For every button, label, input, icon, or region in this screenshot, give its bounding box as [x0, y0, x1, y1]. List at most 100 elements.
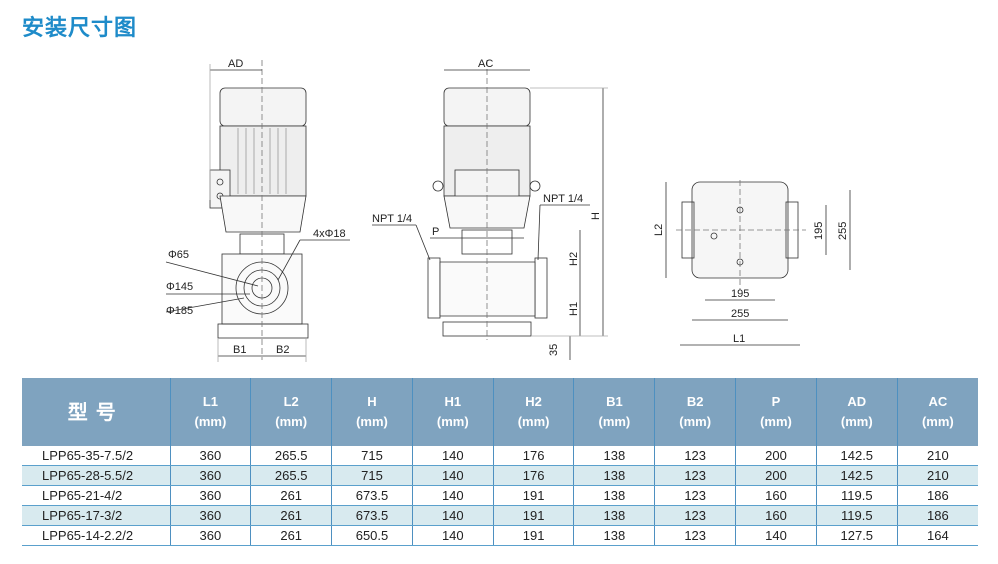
front-view-drawing: AD Φ65 Φ145 Φ185 4xΦ18 B1 B2 [165, 58, 350, 362]
table-cell: 210 [896, 446, 978, 466]
table-cell: 186 [896, 485, 978, 506]
table-cell: 140 [411, 505, 494, 526]
table-cell: 123 [654, 465, 736, 486]
label-35: 35 [548, 344, 560, 356]
column-header-model: 型号 [22, 378, 170, 446]
table-cell: 123 [654, 525, 736, 546]
label-b2: B2 [276, 344, 289, 356]
table-cell: 360 [169, 465, 251, 486]
column-header-l1: L1 (mm) [169, 378, 251, 446]
label-255-vertical: 255 [837, 222, 849, 240]
column-header-ac: AC(mm) [896, 378, 978, 446]
table-cell: 360 [169, 505, 251, 526]
dimension-drawings: AD Φ65 Φ145 Φ185 4xΦ18 B1 B2 [165, 58, 851, 362]
label-l2: L2 [653, 224, 665, 236]
header-unit: (mm) [194, 414, 227, 429]
top-view-drawing: L2 195 255 195 255 L1 [653, 180, 851, 346]
column-header-b1: B1(mm) [573, 378, 655, 446]
model-cell: LPP65-21-4/2 [22, 485, 170, 506]
label-195-horizontal: 195 [731, 288, 749, 300]
label-255-horizontal: 255 [731, 308, 749, 320]
table-cell: 176 [492, 465, 574, 486]
table-cell: 191 [492, 505, 574, 526]
label-195-vertical: 195 [813, 222, 825, 240]
label-npt-left: NPT 1/4 [372, 213, 412, 225]
table-cell: 140 [411, 525, 494, 546]
table-cell: 650.5 [331, 525, 413, 546]
table-cell: 265.5 [250, 446, 332, 466]
header-unit: (mm) [598, 414, 631, 429]
table-cell: 261 [250, 485, 332, 506]
page-title: 安装尺寸图 [22, 16, 138, 41]
model-cell: LPP65-28-5.5/2 [22, 465, 170, 486]
table-cell: 160 [735, 505, 817, 526]
label-4xphi18: 4xΦ18 [313, 228, 346, 240]
table-cell: 715 [331, 465, 413, 486]
header-name: AD [847, 394, 867, 409]
table-cell: 360 [169, 485, 251, 506]
model-cell: LPP65-35-7.5/2 [22, 446, 170, 466]
label-h1: H1 [568, 302, 580, 316]
header-unit: (mm) [356, 414, 388, 429]
table-cell: 191 [492, 485, 574, 506]
header-unit: (mm) [679, 414, 712, 429]
column-header-l2: L2(mm) [250, 378, 332, 446]
side-view-drawing: AC NPT 1/4 NPT 1/4 P H H2 H1 35 [372, 58, 608, 360]
table-cell: 673.5 [331, 485, 413, 506]
table-cell: 140 [411, 485, 494, 506]
table-cell: 210 [896, 465, 978, 486]
table-cell: 265.5 [250, 465, 332, 486]
column-header-h2: H2(mm) [492, 378, 574, 446]
table-cell: 138 [573, 525, 655, 546]
table-cell: 176 [492, 446, 574, 466]
table-cell: 119.5 [815, 485, 898, 506]
table-cell: 123 [654, 505, 736, 526]
table-cell: 186 [896, 505, 978, 526]
header-name: H1 [444, 394, 462, 409]
table-cell: 123 [654, 485, 736, 506]
header-unit: (mm) [840, 414, 873, 429]
table-cell: 360 [169, 446, 251, 466]
table-cell: 138 [573, 505, 655, 526]
table-cell: 191 [492, 525, 574, 546]
column-header-ad: AD (mm) [815, 378, 898, 446]
model-cell: LPP65-14-2.2/2 [22, 525, 170, 546]
header-unit: (mm) [436, 414, 469, 429]
table-cell: 140 [411, 446, 494, 466]
header-unit: (mm) [760, 414, 792, 429]
table-cell: 142.5 [815, 465, 898, 486]
column-header-p: P(mm) [735, 378, 817, 446]
column-header-h: H (mm) [331, 378, 413, 446]
table-cell: 140 [735, 525, 817, 546]
table-cell: 200 [735, 465, 817, 486]
label-h2: H2 [568, 252, 580, 266]
table-cell: 261 [250, 505, 332, 526]
label-npt-right: NPT 1/4 [543, 193, 583, 205]
column-header-b2: B2 (mm) [654, 378, 736, 446]
header-name: 型号 [67, 400, 124, 424]
table-cell: 138 [573, 485, 655, 506]
header-name: L1 [202, 394, 218, 409]
column-header-h1: H1 (mm) [411, 378, 494, 446]
header-unit: (mm) [517, 414, 550, 429]
header-name: H [367, 394, 377, 409]
label-p: P [432, 226, 439, 238]
table-cell: 261 [250, 525, 332, 546]
header-name: B2 [686, 394, 704, 409]
label-b1: B1 [233, 344, 246, 356]
table-cell: 200 [735, 446, 817, 466]
header-name: L2 [283, 394, 299, 409]
label-phi185: Φ185 [166, 305, 193, 317]
table-cell: 138 [573, 446, 655, 466]
table-cell: 160 [735, 485, 817, 506]
table-cell: 360 [169, 525, 251, 546]
table-cell: 673.5 [331, 505, 413, 526]
label-phi145: Φ145 [166, 281, 193, 293]
table-cell: 127.5 [815, 525, 898, 546]
table-cell: 715 [331, 446, 413, 466]
